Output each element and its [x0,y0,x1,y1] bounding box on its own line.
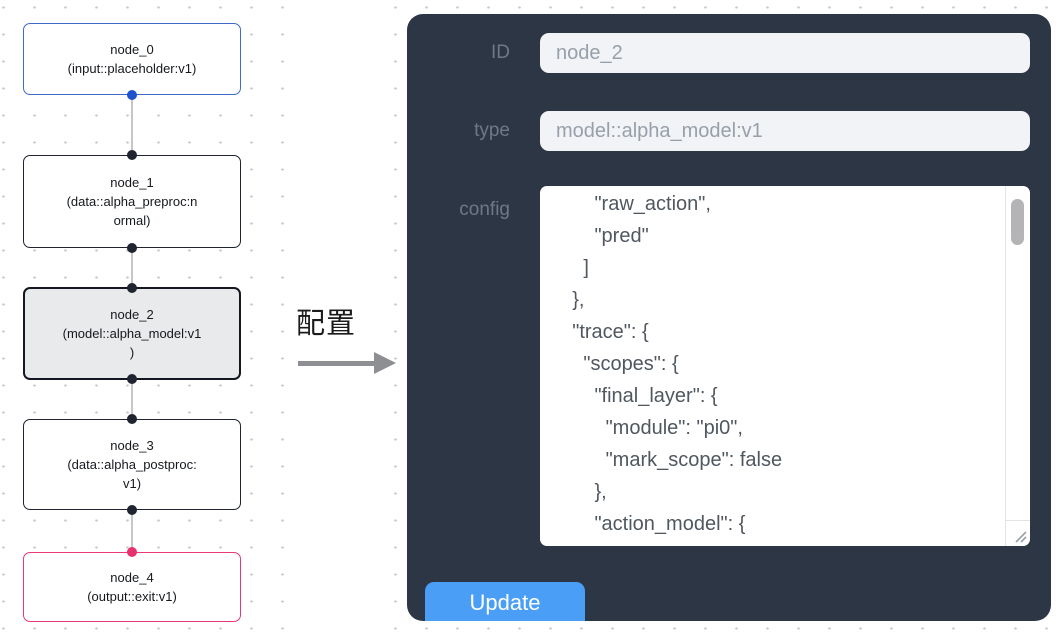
node-subtitle: (data::alpha_postproc: v1) [67,457,197,491]
flow-node-node_3[interactable]: node_3 (data::alpha_postproc: v1) [23,414,241,515]
node-subtitle: (data::alpha_preproc:n ormal) [66,194,198,228]
target-handle-dot[interactable] [127,414,137,424]
node-subtitle: (input::placeholder:v1) [67,61,197,76]
id-field-label: ID [491,42,510,63]
edge-node3-node4 [131,510,133,552]
source-handle-dot[interactable] [127,243,137,253]
config-textarea[interactable]: "raw_action", "pred" ] }, "trace": { "sc… [540,186,1030,546]
flow-node-node_0[interactable]: node_0 (input::placeholder:v1) [23,23,241,100]
node-config-panel: ID type config "raw_action", "pred" ] },… [407,14,1051,621]
flow-node-node_4[interactable]: node_4 (output::exit:v1) [23,547,241,622]
edge-node1-node2 [131,248,133,287]
config-scrollbar[interactable] [1005,186,1030,520]
node-title: node_4 [110,570,154,585]
type-field-label: type [474,120,510,141]
target-handle-dot[interactable] [127,283,137,293]
flow-node-node_1[interactable]: node_1 (data::alpha_preproc:n ormal) [23,150,241,253]
config-json-text[interactable]: "raw_action", "pred" ] }, "trace": { "sc… [572,193,783,535]
target-handle-dot[interactable] [127,547,137,557]
transition-annotation: 配置 [296,300,402,374]
config-field-label: config [459,199,510,220]
source-handle-dot[interactable] [127,374,137,384]
type-input[interactable] [540,111,1030,151]
config-scrollbar-thumb[interactable] [1011,199,1024,245]
source-handle-dot[interactable] [127,505,137,515]
node-title: node_1 [110,175,154,190]
right-arrow-icon [296,352,402,374]
resize-handle-icon[interactable] [1013,529,1027,543]
node-title: node_3 [110,438,154,453]
target-handle-dot[interactable] [127,150,137,160]
node-subtitle: (output::exit:v1) [87,589,177,604]
node-subtitle: (model::alpha_model:v1 ) [62,326,202,360]
edge-node0-node1 [131,95,133,155]
node-title: node_2 [110,307,154,322]
node-title: node_0 [110,42,154,57]
edge-node2-node3 [131,380,133,419]
update-button[interactable]: Update [425,582,585,621]
textarea-corner [1005,520,1030,546]
source-handle-dot[interactable] [127,90,137,100]
flow-node-node_2-selected[interactable]: node_2 (model::alpha_model:v1 ) [23,283,241,384]
transition-label: 配置 [296,308,357,340]
id-input[interactable] [540,33,1030,73]
